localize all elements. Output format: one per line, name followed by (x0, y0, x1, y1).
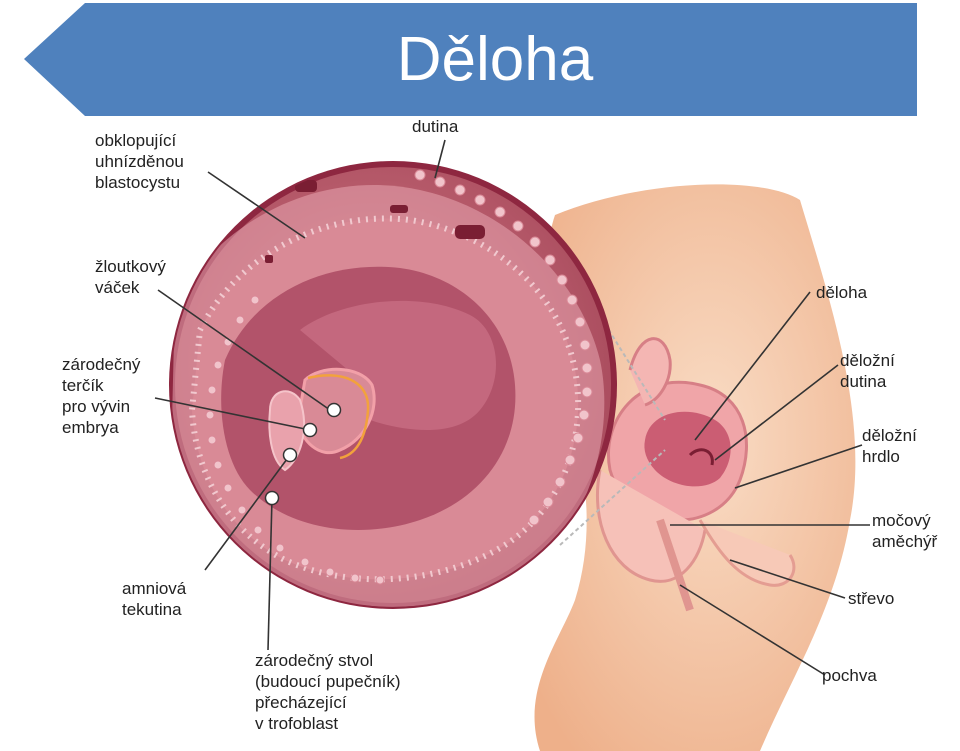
magnified-view (169, 161, 617, 609)
title-banner (24, 3, 917, 116)
label-uterine-cavity: děložní dutina (840, 351, 895, 391)
label-cervix: děložní hrdlo (862, 426, 917, 466)
zoom-line-bottom (559, 449, 666, 546)
label-uterus: děloha (816, 283, 868, 302)
label-amniotic-fluid: amniová tekutina (122, 579, 187, 619)
label-umbilical-stalk: zárodečný stvol (budoucí pupečník) přech… (255, 651, 401, 733)
label-bladder: močový aměchýř (872, 511, 938, 551)
label-intestine: střevo (848, 589, 895, 608)
label-vagina: pochva (822, 666, 877, 685)
marker-dots (264, 402, 342, 506)
label-enclosing: obklopující uhnízděnou blastocystu (95, 131, 184, 192)
label-yolk-sac: žloutkový váček (95, 257, 166, 297)
leader-lines (154, 139, 870, 676)
page-title: Děloha (396, 25, 594, 94)
label-germ-disc: zárodečný terčík pro vývin embrya (62, 355, 141, 437)
label-top-partial: dutina (412, 117, 459, 136)
